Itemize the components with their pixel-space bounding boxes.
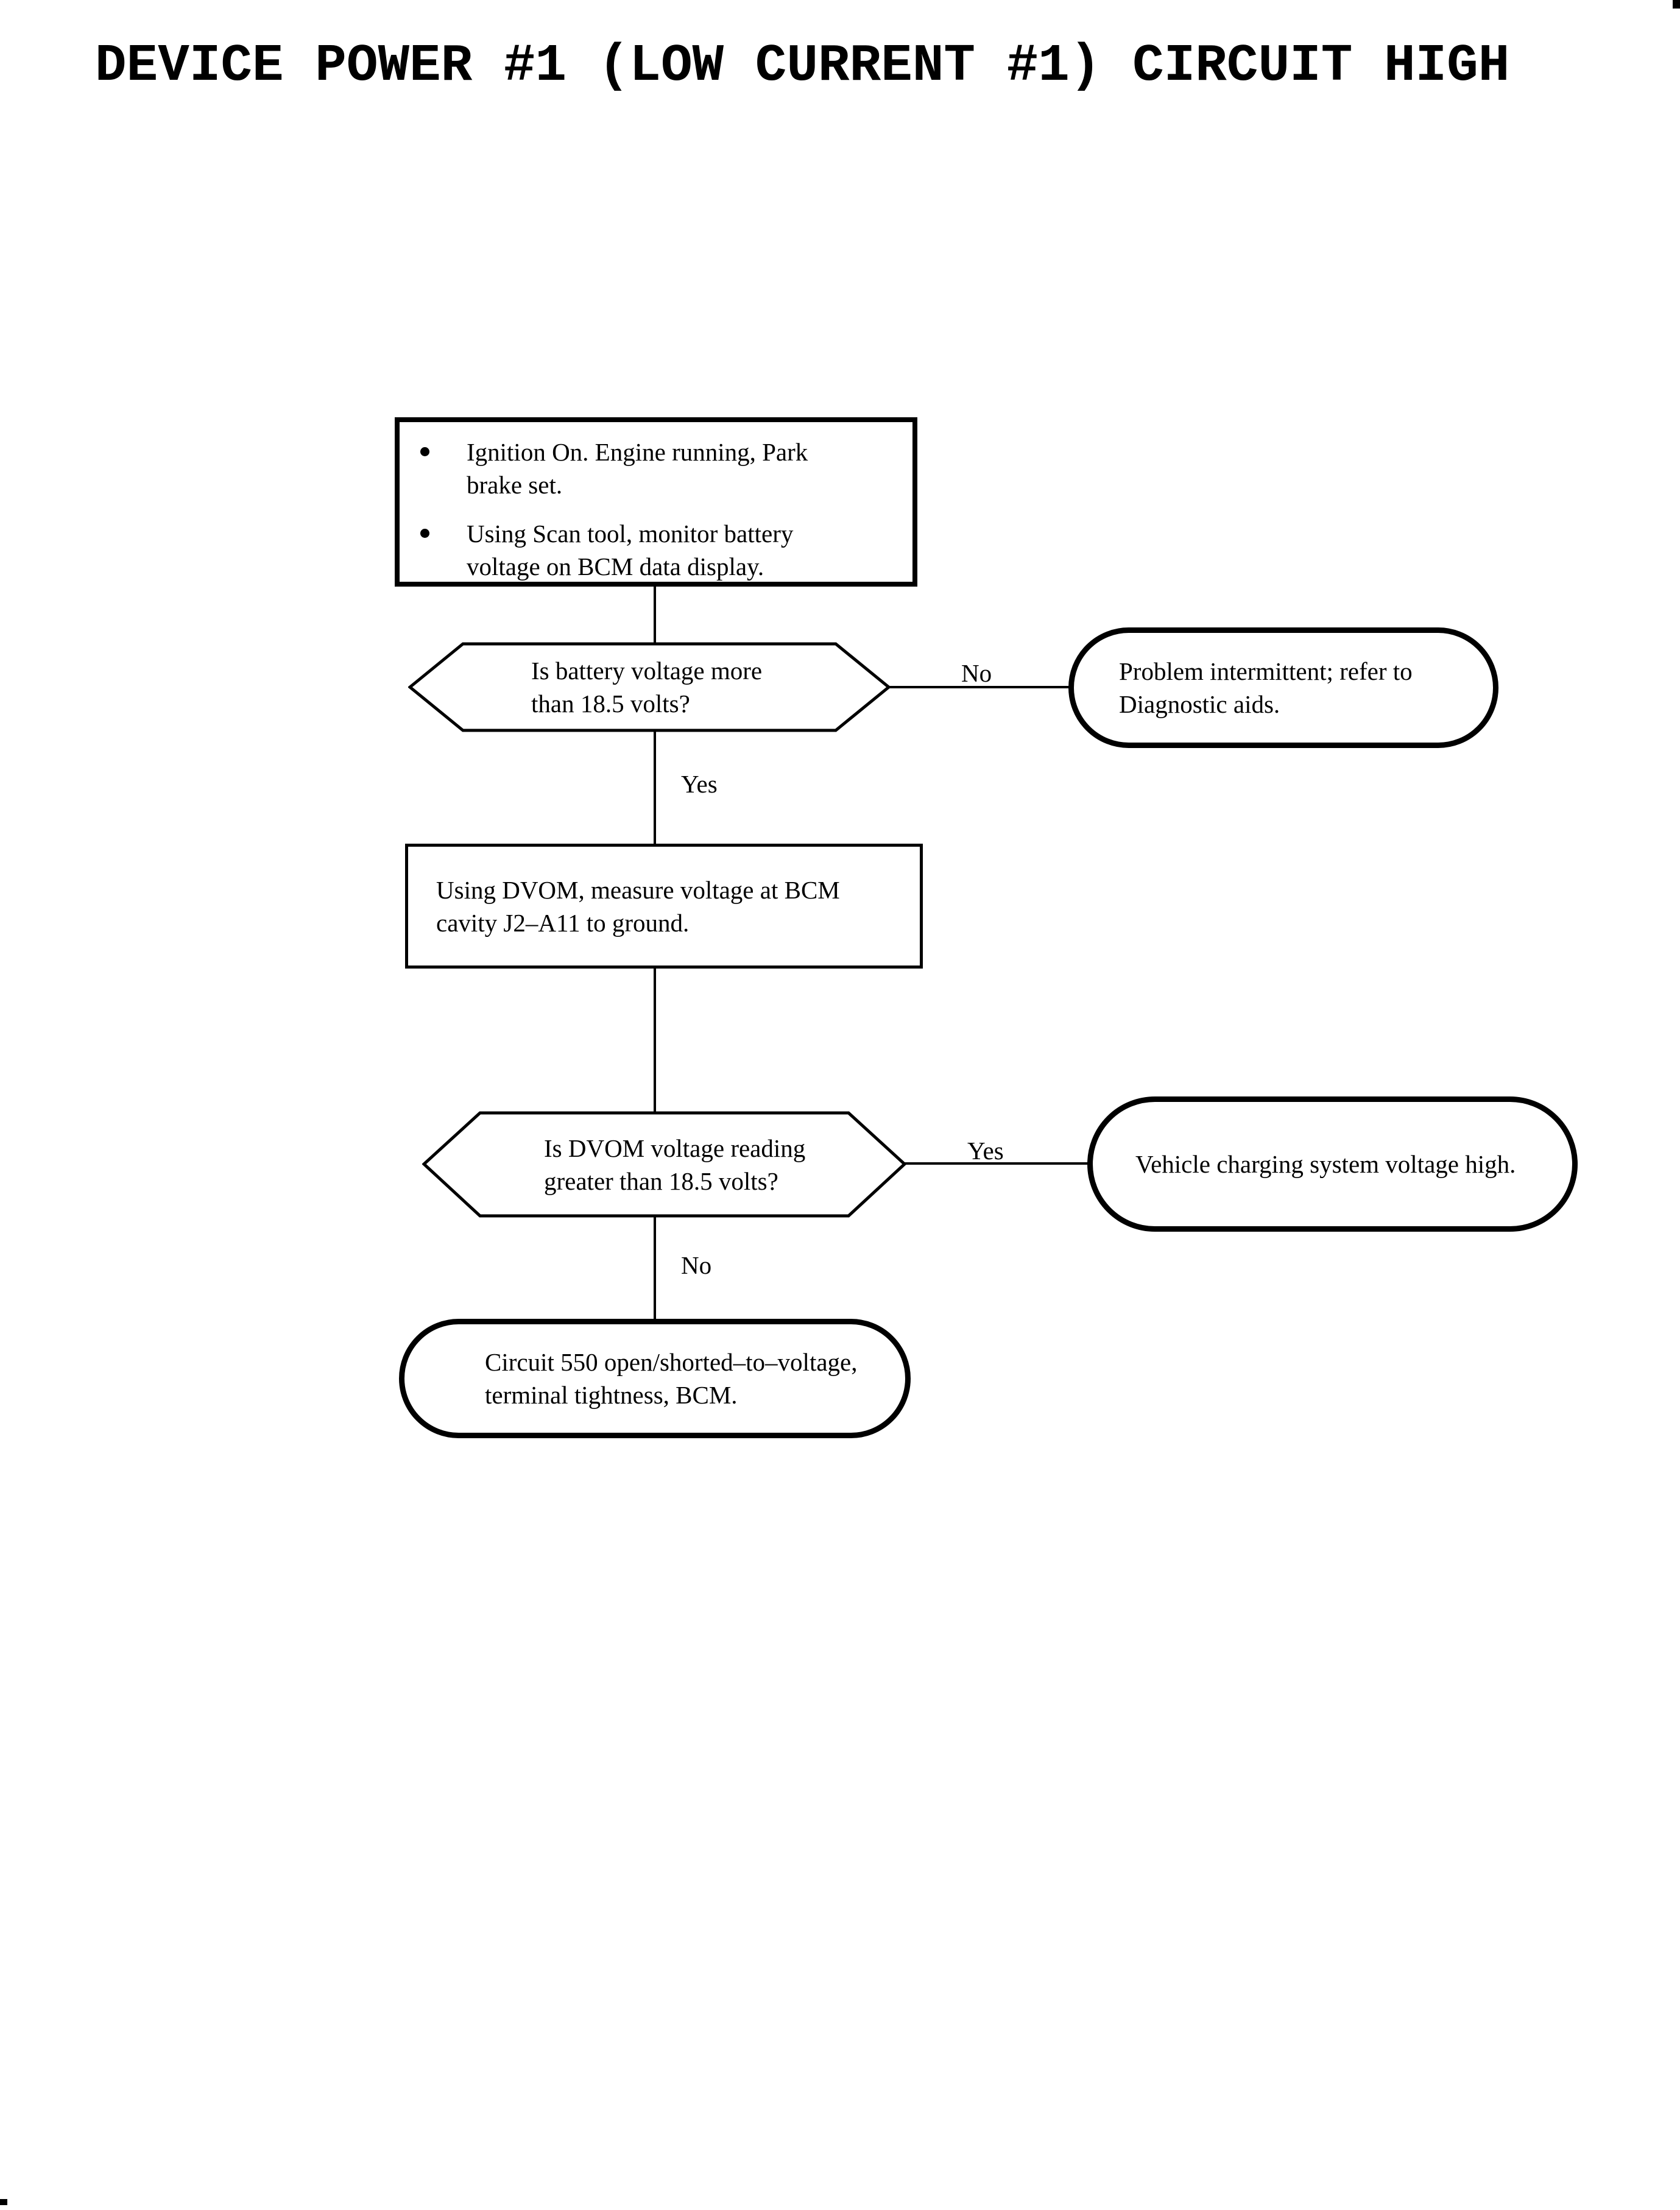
connector-line [654, 584, 656, 645]
start-box-item-text: Using Scan tool, monitor battery voltage… [467, 520, 794, 581]
terminator-problem-intermittent: Problem intermittent; refer to Diagnosti… [1068, 627, 1498, 748]
scan-artifact [1673, 0, 1680, 9]
start-box-item: Ignition On. Engine running, Park brake … [420, 436, 894, 501]
edge-label-no-2: No [681, 1251, 712, 1279]
action-measure-voltage: Using DVOM, measure voltage at BCM cavit… [405, 844, 923, 969]
terminator-charging-system-high: Vehicle charging system voltage high. [1087, 1096, 1578, 1232]
terminator-circuit-550: Circuit 550 open/shorted–to–voltage, ter… [399, 1319, 911, 1438]
start-box: Ignition On. Engine running, Park brake … [395, 417, 917, 587]
connector-line [654, 967, 656, 1114]
edge-label-no-1: No [961, 659, 992, 687]
start-box-item: Using Scan tool, monitor battery voltage… [420, 517, 894, 583]
decision-dvom-voltage-text: Is DVOM voltage reading greater than 18.… [544, 1134, 806, 1195]
connector-line [888, 686, 1073, 688]
start-box-item-text: Ignition On. Engine running, Park brake … [467, 438, 808, 499]
edge-label-yes-1: Yes [681, 770, 718, 798]
page-title: DEVICE POWER #1 (LOW CURRENT #1) CIRCUIT… [95, 36, 1510, 96]
scan-artifact [0, 2199, 7, 2205]
decision-battery-voltage-text: Is battery voltage more than 18.5 volts? [531, 657, 763, 718]
connector-line [654, 730, 656, 846]
connector-line [904, 1162, 1090, 1165]
connector-line [654, 1216, 656, 1321]
bullet-icon [420, 447, 429, 456]
bullet-icon [420, 529, 429, 538]
edge-label-yes-2: Yes [967, 1137, 1004, 1165]
